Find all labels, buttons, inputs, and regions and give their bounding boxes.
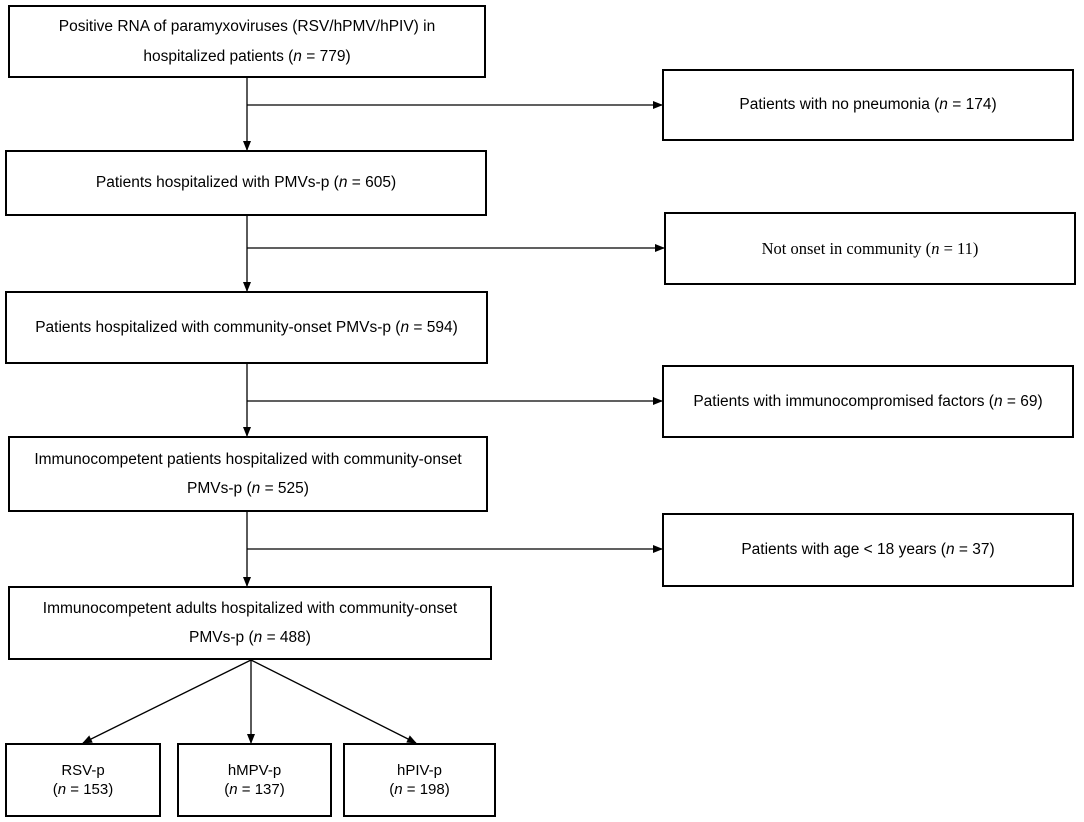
box-positive-rna: Positive RNA of paramyxoviruses (RSV/hPM… xyxy=(8,5,486,78)
box-immunocompetent-adults: Immunocompetent adults hospitalized with… xyxy=(8,586,492,660)
box-exclusion-age: Patients with age < 18 years (n = 37) xyxy=(662,513,1074,587)
box-exclusion-no-pneumonia: Patients with no pneumonia (n = 174) xyxy=(662,69,1074,141)
box-immunocompetent-patients: Immunocompetent patients hospitalized wi… xyxy=(8,436,488,512)
box-pmvs-p: Patients hospitalized with PMVs-p (n = 6… xyxy=(5,150,487,216)
box-hmpv-p: hMPV-p (n = 137) xyxy=(177,743,332,817)
box-positive-rna-line1: Positive RNA of paramyxoviruses (RSV/hPM… xyxy=(58,18,436,36)
box-exclusion-not-community: Not onset in community (n = 11) xyxy=(664,212,1076,285)
arrow-to-rsv xyxy=(82,659,252,744)
box-community-onset: Patients hospitalized with community-ons… xyxy=(5,291,488,364)
arrow-to-hpiv xyxy=(250,659,417,744)
box-positive-rna-line2: hospitalized patients (n = 779) xyxy=(143,47,351,65)
box-exclusion-immunocompromised: Patients with immunocompromised factors … xyxy=(662,365,1074,438)
box-hpiv-p: hPIV-p (n = 198) xyxy=(343,743,496,817)
box-rsv-p: RSV-p (n = 153) xyxy=(5,743,161,817)
